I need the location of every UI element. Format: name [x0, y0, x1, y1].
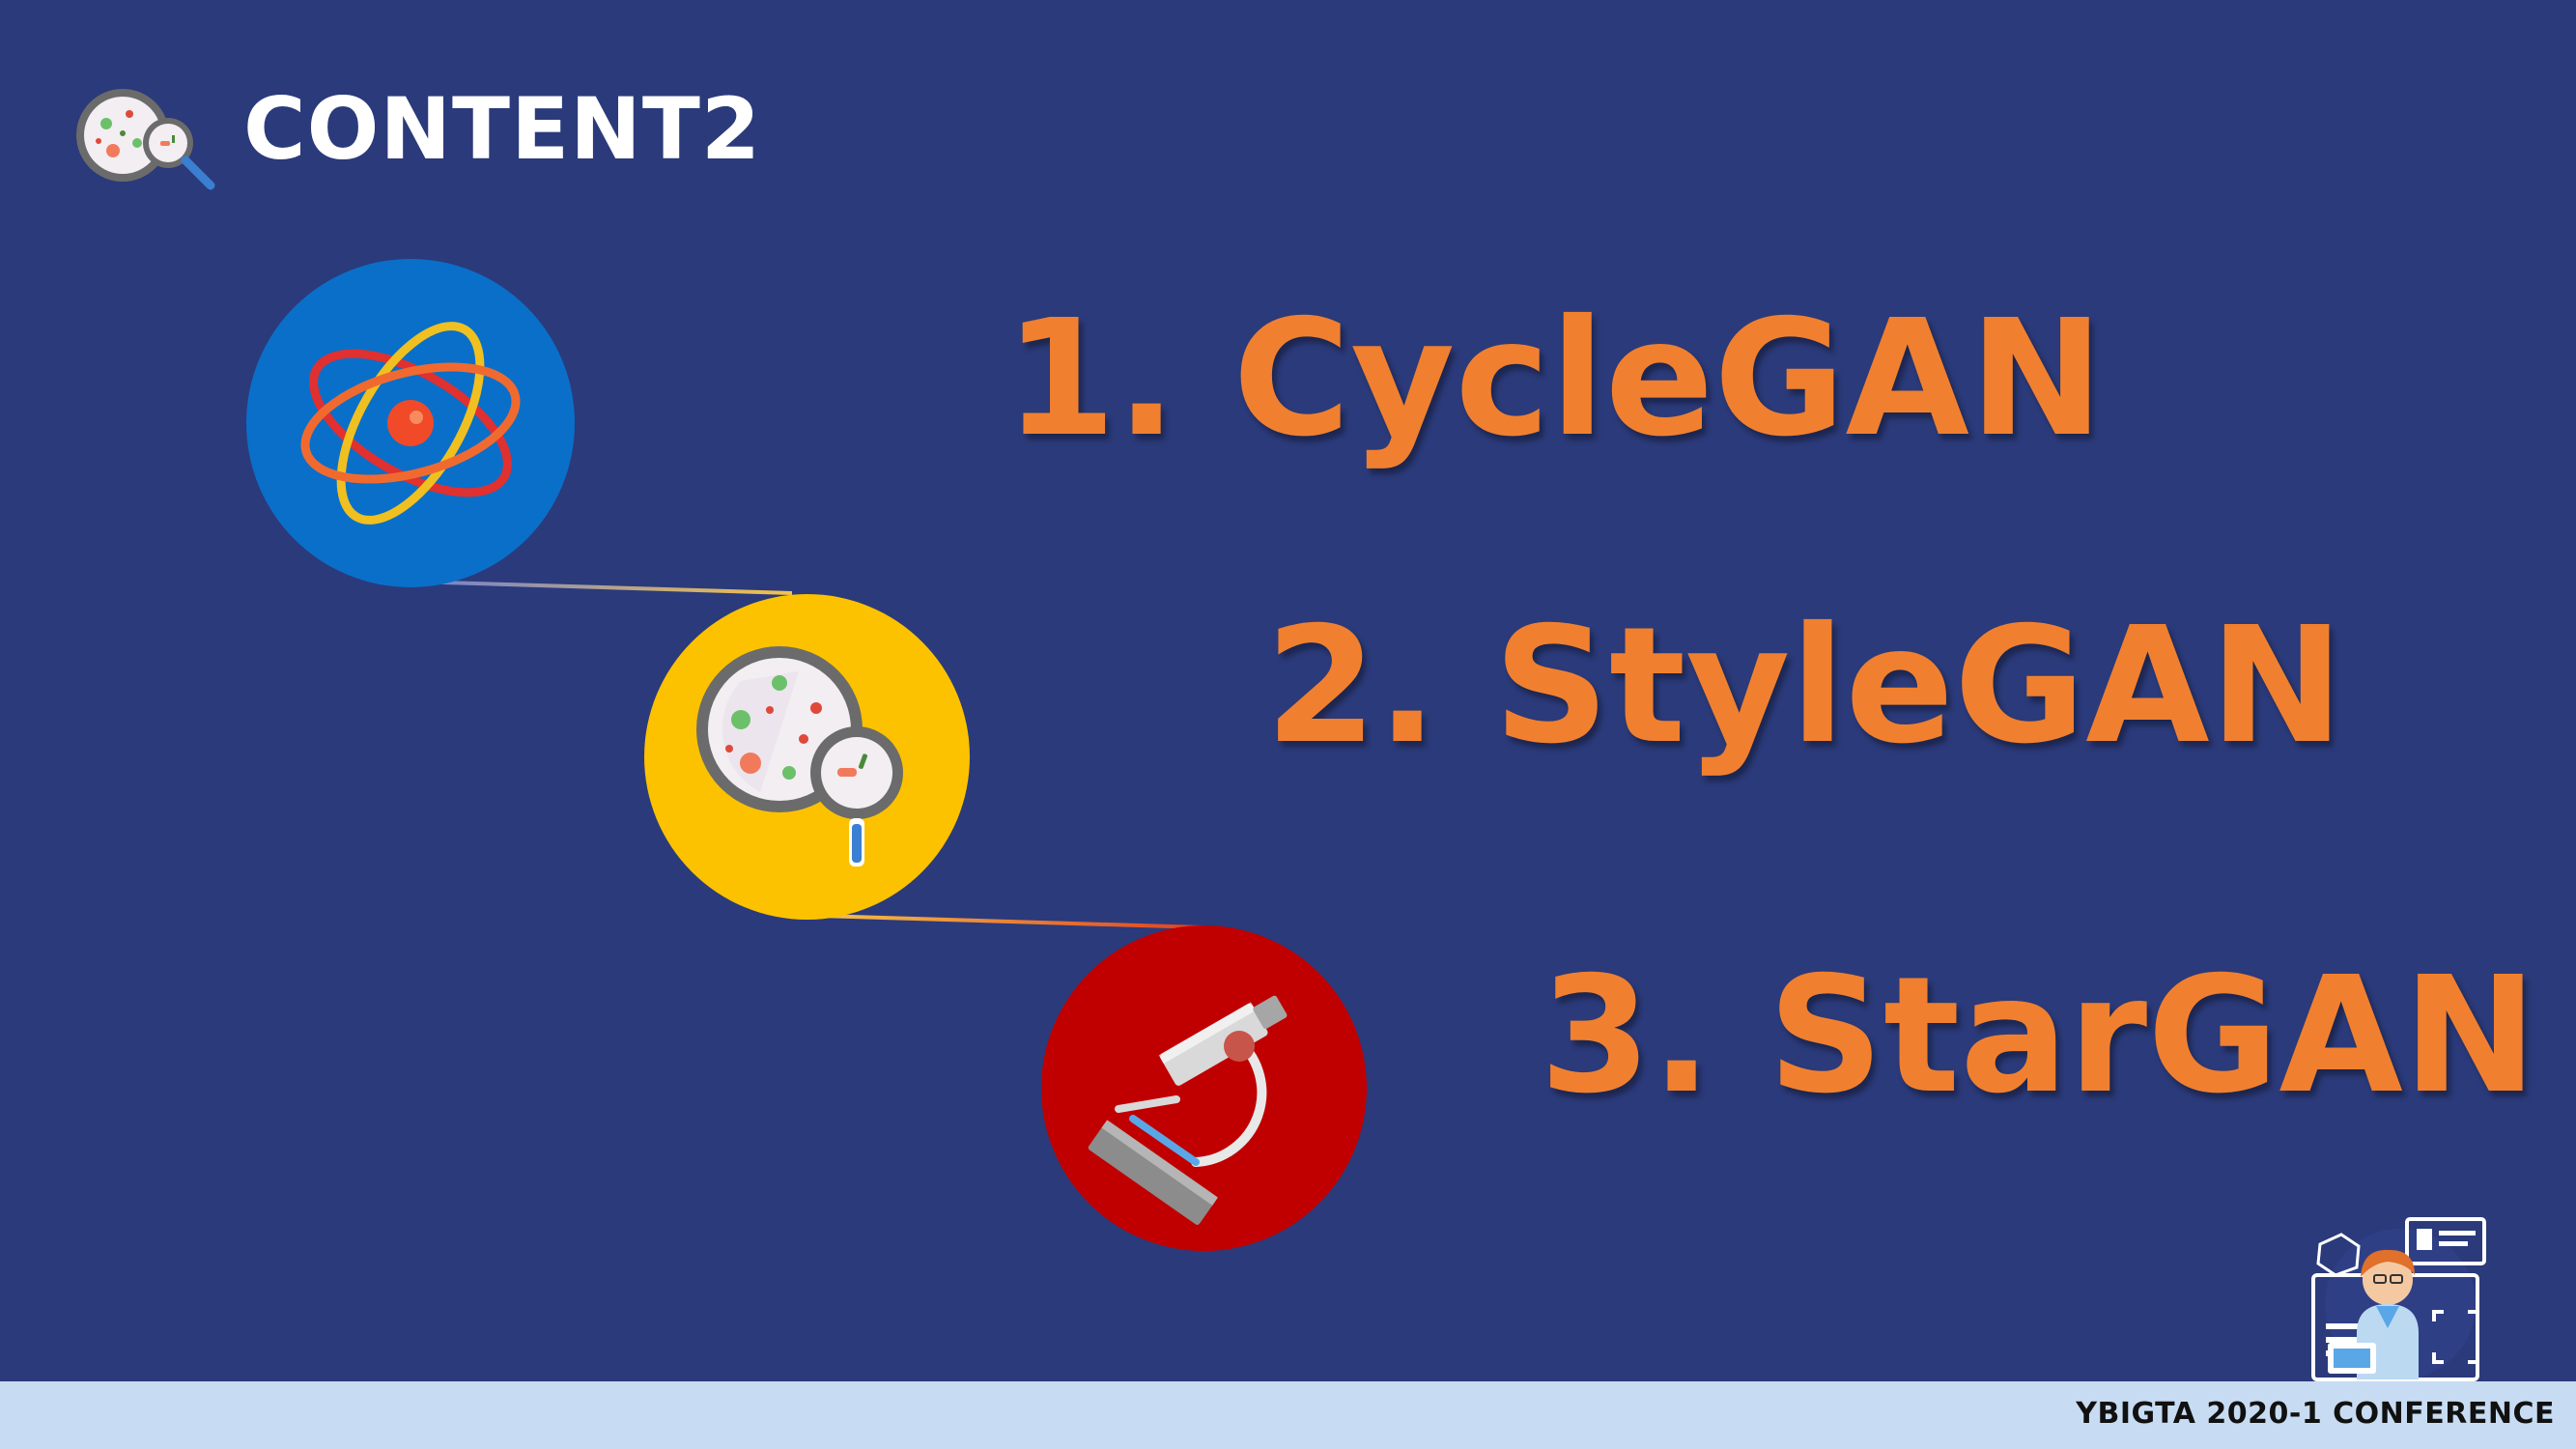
list-item-cyclegan: 1. CycleGAN [1005, 286, 2104, 472]
atom-icon [300, 322, 521, 525]
microscope-icon [1088, 995, 1288, 1225]
slide: CONTENT2 [70, 79, 2537, 1381]
footer-text: YBIGTA 2020-1 CONFERENCE [2076, 1397, 2555, 1431]
atom-circle [246, 259, 575, 587]
list-item-stylegan: 2. StyleGAN [1265, 593, 2344, 780]
list-item-stargan: 3. StarGAN [1540, 943, 2537, 1129]
microbes-magnifier-icon [70, 85, 224, 191]
microscope-circle [1041, 925, 1367, 1251]
page-title: CONTENT2 [243, 79, 762, 179]
petri-dish-circle [644, 594, 970, 920]
petri-dish-magnifier-icon [696, 646, 903, 867]
scientist-presenter-icon [2299, 1208, 2502, 1381]
footer-bar: YBIGTA 2020-1 CONFERENCE [0, 1381, 2576, 1449]
